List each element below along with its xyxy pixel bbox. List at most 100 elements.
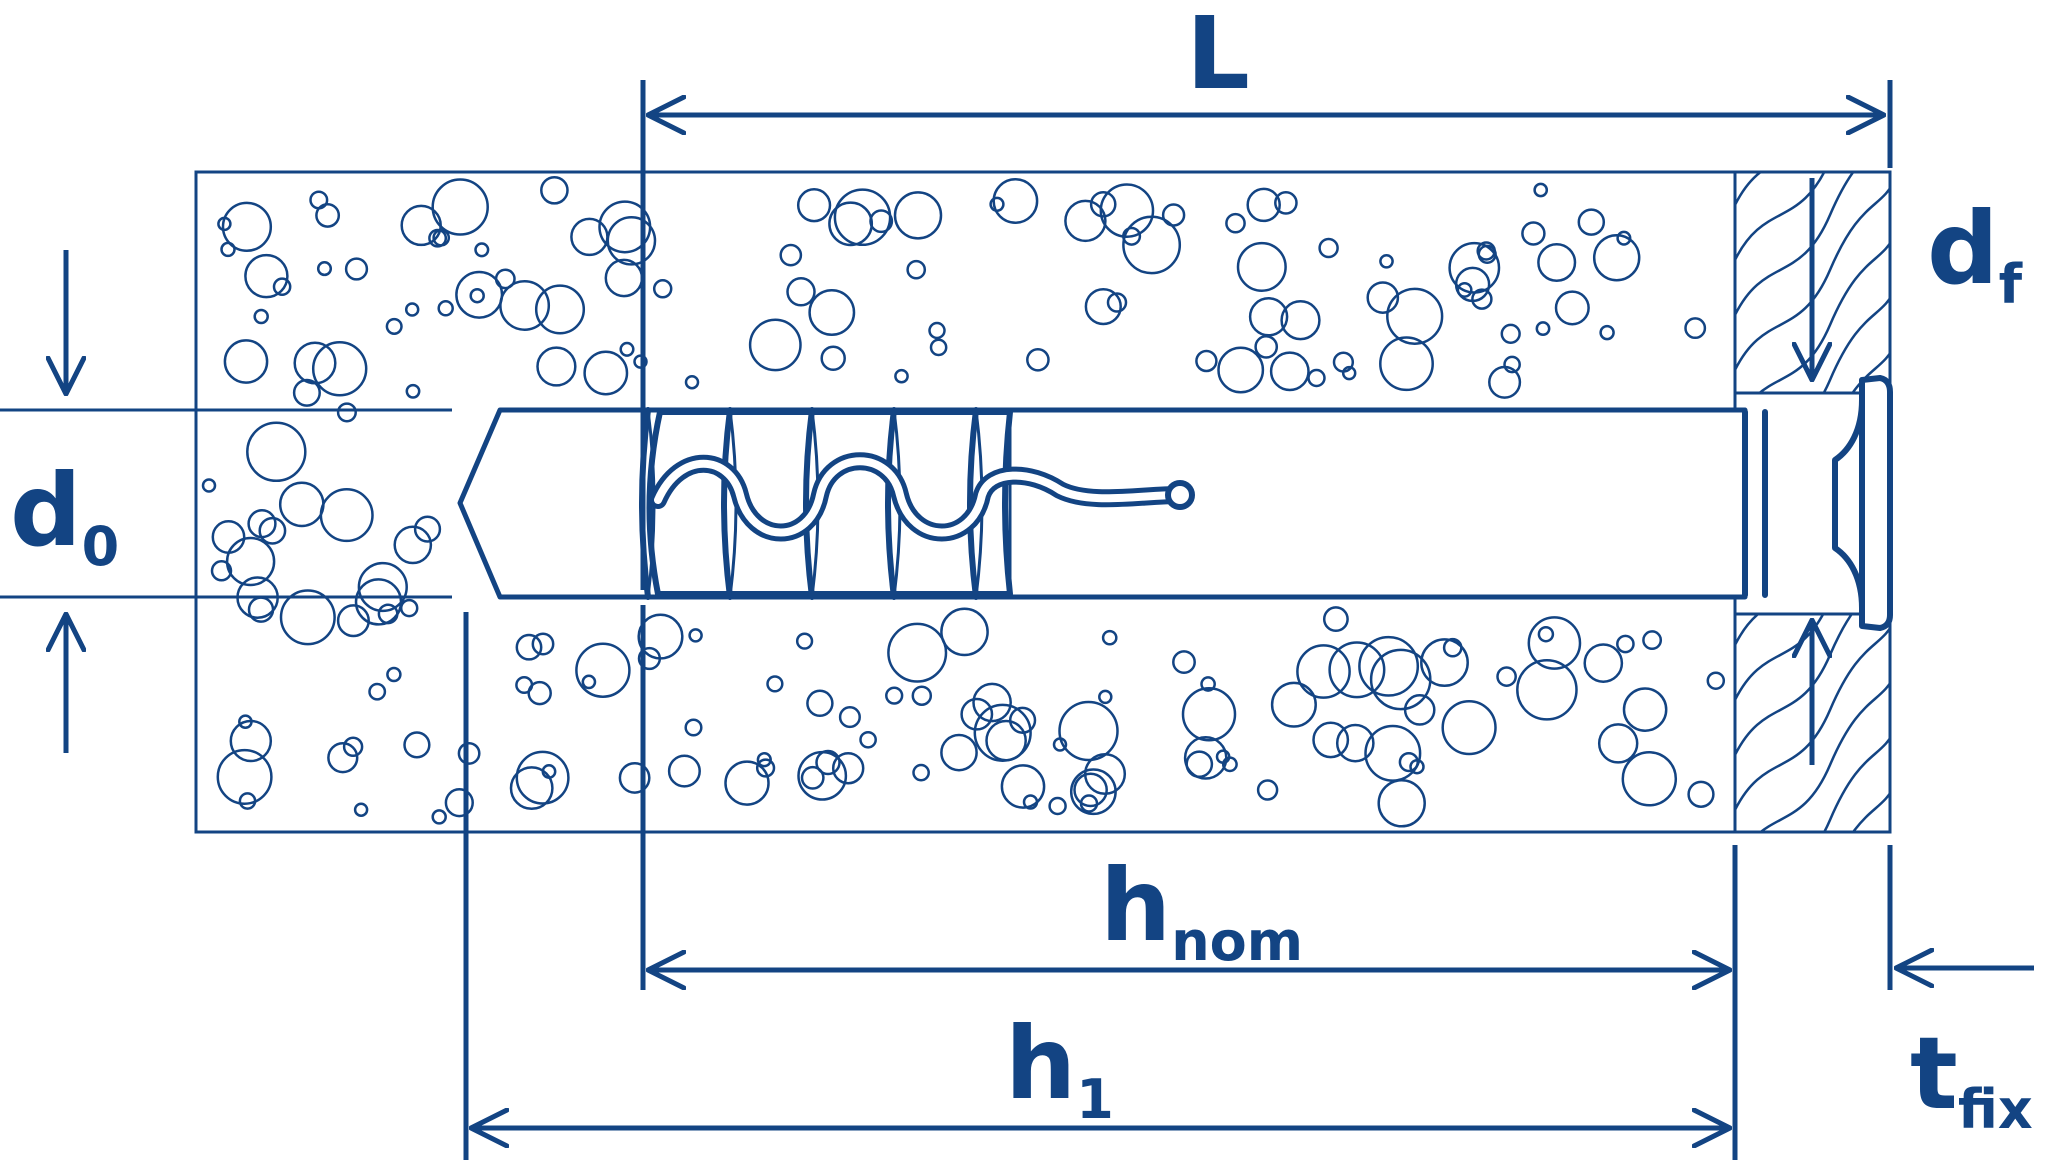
aggregate-bubble — [1441, 699, 1497, 756]
aggregate-bubble — [1516, 658, 1578, 721]
aggregate-bubble — [1217, 346, 1265, 394]
aggregate-bubble — [779, 243, 803, 267]
extension-lines — [463, 80, 1893, 1160]
aggregate-bubble — [316, 261, 333, 277]
aggregate-bubble — [688, 628, 703, 643]
aggregate-bubble — [894, 368, 909, 384]
aggregate-bubble — [413, 515, 442, 543]
label-tfix: tfix — [1910, 1015, 2033, 1141]
aggregate-bubble — [795, 632, 814, 650]
aggregate-bubble — [1379, 336, 1434, 392]
aggregate-bubble — [431, 178, 489, 236]
aggregate-bubble — [755, 758, 776, 778]
aggregate-bubble — [1058, 700, 1119, 762]
aggregate-bubble — [652, 279, 673, 299]
aggregate-bubble — [1181, 686, 1237, 742]
aggregate-bubble — [808, 289, 856, 336]
aggregate-bubble — [1684, 317, 1707, 340]
dimension-hnom: hnom — [648, 847, 1730, 973]
dimension-L: L — [648, 0, 1884, 115]
aggregate-bubble — [911, 685, 933, 706]
aggregate-bubble — [1269, 351, 1310, 392]
label-d0: d0 — [10, 452, 119, 578]
aggregate-bubble — [253, 308, 269, 325]
wood-grain-line — [1735, 840, 1895, 1030]
wood-grain-line — [1735, 950, 1895, 1140]
wood-grain-line — [1735, 172, 1855, 316]
aggregate-bubble — [1172, 650, 1196, 675]
aggregate-bubble — [327, 742, 359, 774]
aggregate-bubble — [1403, 694, 1436, 726]
aggregate-bubble — [336, 402, 357, 423]
aggregate-bubble — [570, 217, 609, 257]
aggregate-bubble — [357, 561, 408, 613]
aggregate-bubble — [1084, 287, 1122, 326]
aggregate-bubble — [1687, 780, 1715, 808]
aggregate-bubble — [1122, 226, 1142, 246]
aggregate-bubble — [815, 749, 841, 776]
aggregate-bubble — [928, 321, 946, 340]
aggregate-bubble — [1089, 190, 1117, 218]
aggregate-bubble — [534, 284, 586, 335]
aggregate-bubble — [800, 765, 825, 790]
aggregate-bubble — [1379, 253, 1394, 269]
aggregate-bubble — [1328, 641, 1386, 699]
aggregate-bubble — [972, 682, 1012, 723]
aggregate-bubble — [1500, 323, 1521, 344]
aggregate-bubble — [515, 633, 543, 661]
aggregate-bubble — [428, 228, 448, 248]
aggregate-bubble — [1048, 796, 1067, 816]
aggregate-bubble — [1280, 300, 1321, 341]
aggregate-bubble — [531, 632, 555, 656]
aggregate-bubble — [315, 202, 341, 228]
label-L: L — [1186, 0, 1250, 112]
aggregate-bubble — [509, 766, 554, 811]
aggregate-bubble — [1533, 182, 1549, 198]
aggregate-bubble — [1386, 287, 1444, 345]
aggregate-bubble — [377, 603, 399, 625]
aggregate-bubble — [1296, 644, 1351, 699]
aggregate-bubble — [786, 277, 816, 307]
aggregate-bubble — [1274, 191, 1298, 215]
dimension-h1: h1 — [471, 1005, 1730, 1131]
aggregate-bubble — [575, 642, 631, 698]
aggregate-bubble — [906, 259, 927, 280]
aggregate-bubble — [393, 525, 433, 565]
aggregate-bubble — [444, 788, 474, 818]
wood-grain-line — [1735, 186, 1890, 371]
wood-grain-line — [1822, 736, 1890, 832]
aggregate-bubble — [403, 731, 431, 759]
aggregate-bubble — [540, 175, 569, 205]
aggregate-bubble — [1341, 365, 1357, 381]
aggregate-bubble — [960, 697, 994, 731]
aggregate-bubble — [221, 201, 273, 252]
aggregate-bubble — [1215, 749, 1231, 765]
aggregate-bubble — [1537, 242, 1577, 283]
aggregate-bubble — [386, 666, 402, 683]
aggregate-bubble — [1366, 281, 1400, 314]
aggregate-bubble — [229, 719, 273, 763]
aggregate-bubble — [246, 421, 307, 483]
aggregate-bubble — [1477, 244, 1497, 264]
aggregate-bubble — [885, 686, 904, 705]
aggregate-bubble — [1599, 324, 1615, 341]
wood-grain-line — [1735, 241, 1890, 426]
dimension-d0: d0 — [10, 250, 119, 753]
aggregate-bubble — [1471, 288, 1493, 310]
aggregate-bubble — [201, 478, 217, 493]
aggregate-bubble — [1099, 183, 1155, 238]
aggregate-bubble — [1073, 772, 1108, 808]
aggregate-bubble — [1535, 321, 1551, 337]
aggregate-bubble — [1312, 721, 1350, 759]
label-h1: h1 — [1005, 1005, 1114, 1131]
aggregate-bubble — [1364, 724, 1422, 782]
aggregate-bubble — [887, 622, 948, 683]
aggregate-bubble — [1026, 347, 1050, 372]
aggregate-bubble — [247, 509, 277, 539]
aggregate-bubble — [1246, 187, 1281, 223]
aggregate-bubble — [223, 339, 269, 384]
aggregate-bubble — [1256, 779, 1279, 801]
aggregate-bubble — [724, 760, 770, 806]
aggregate-bubble — [1616, 634, 1635, 654]
aggregate-bubble — [311, 341, 368, 397]
